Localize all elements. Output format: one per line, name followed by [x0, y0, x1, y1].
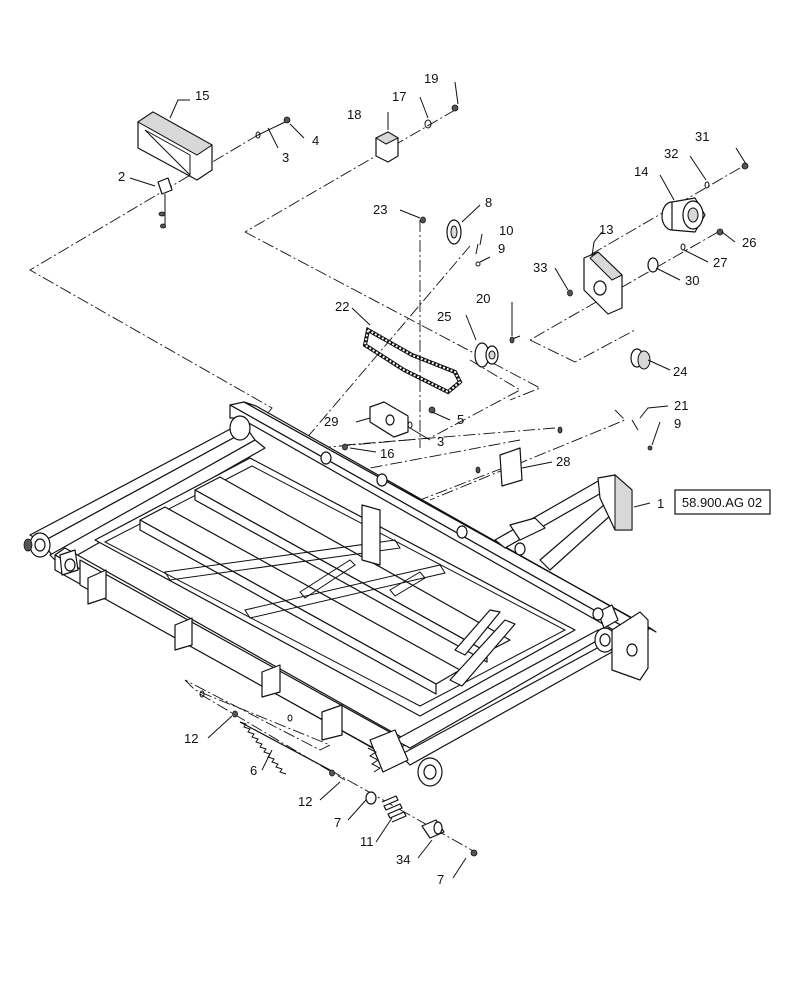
bolt-16	[342, 443, 348, 451]
washer-27	[680, 243, 686, 251]
callout-7: 7	[437, 872, 444, 887]
reference-box-label: 58.900.AG 02	[682, 495, 762, 510]
bolt-23	[420, 216, 426, 224]
reference-box[interactable]: 58.900.AG 02	[674, 489, 771, 515]
bolt-5	[428, 406, 436, 414]
spring-11	[381, 795, 407, 823]
callout-22: 22	[335, 299, 349, 314]
pin-34	[421, 819, 445, 839]
callout-12: 12	[298, 794, 312, 809]
callout-15: 15	[195, 88, 209, 103]
callout-20: 20	[476, 291, 490, 306]
washer-32	[704, 181, 710, 189]
callout-19: 19	[424, 71, 438, 86]
pin-21	[631, 419, 653, 451]
main-frame	[23, 401, 657, 787]
cover-15	[137, 111, 213, 181]
collar-7	[365, 791, 478, 857]
callout-6: 6	[250, 763, 257, 778]
callout-13: 13	[599, 222, 613, 237]
bolt-4	[257, 116, 291, 136]
decal-28	[499, 447, 523, 487]
callout-26: 26	[742, 235, 756, 250]
callout-32: 32	[664, 146, 678, 161]
bolt-33	[567, 289, 573, 297]
plate-29	[369, 401, 409, 438]
bracket-13	[583, 251, 623, 315]
bolt-20	[509, 335, 521, 344]
sprocket-8	[446, 219, 462, 245]
pin-10	[475, 243, 481, 267]
nut-12	[199, 690, 335, 777]
callout-leaders	[129, 81, 747, 879]
assembly-centerlines	[29, 109, 741, 853]
callout-1: 1	[657, 496, 664, 511]
nut-19	[451, 104, 459, 112]
callout-31: 31	[695, 129, 709, 144]
callout-2: 2	[118, 169, 125, 184]
callout-7: 7	[334, 815, 341, 830]
washer-3	[255, 131, 261, 139]
callout-28: 28	[556, 454, 570, 469]
callout-4: 4	[312, 133, 319, 148]
callout-3: 3	[282, 150, 289, 165]
callout-27: 27	[713, 255, 727, 270]
chain-22	[362, 326, 463, 395]
callout-10: 10	[499, 223, 513, 238]
callout-9: 9	[498, 241, 505, 256]
callout-30: 30	[685, 273, 699, 288]
bracket-2	[157, 177, 173, 229]
callout-21: 21	[674, 398, 688, 413]
callout-34: 34	[396, 852, 410, 867]
callout-14: 14	[634, 164, 648, 179]
fastener-28-hw	[475, 426, 563, 474]
callout-3: 3	[437, 434, 444, 449]
bolt-31	[741, 162, 749, 170]
sprocket-25	[474, 342, 499, 368]
nut-26	[716, 228, 724, 236]
roller-24	[630, 348, 651, 370]
callout-16: 16	[380, 446, 394, 461]
callout-24: 24	[673, 364, 687, 379]
block-18	[374, 131, 400, 163]
housing-14	[661, 197, 706, 233]
callout-8: 8	[485, 195, 492, 210]
callout-33: 33	[533, 260, 547, 275]
callout-9: 9	[674, 416, 681, 431]
callout-17: 17	[392, 89, 406, 104]
washer-30	[647, 257, 659, 273]
callout-labels: 1 2 3 3 4 5 6 7 7 8 9 9 10 11 12 12 13 1…	[118, 71, 756, 887]
callout-25: 25	[437, 309, 451, 324]
callout-18: 18	[347, 107, 361, 122]
callout-5: 5	[457, 412, 464, 427]
callout-29: 29	[324, 414, 338, 429]
washer-17	[424, 119, 432, 129]
callout-11: 11	[360, 834, 374, 849]
spring-rod-6	[239, 721, 331, 775]
callout-12: 12	[184, 731, 198, 746]
callout-23: 23	[373, 202, 387, 217]
